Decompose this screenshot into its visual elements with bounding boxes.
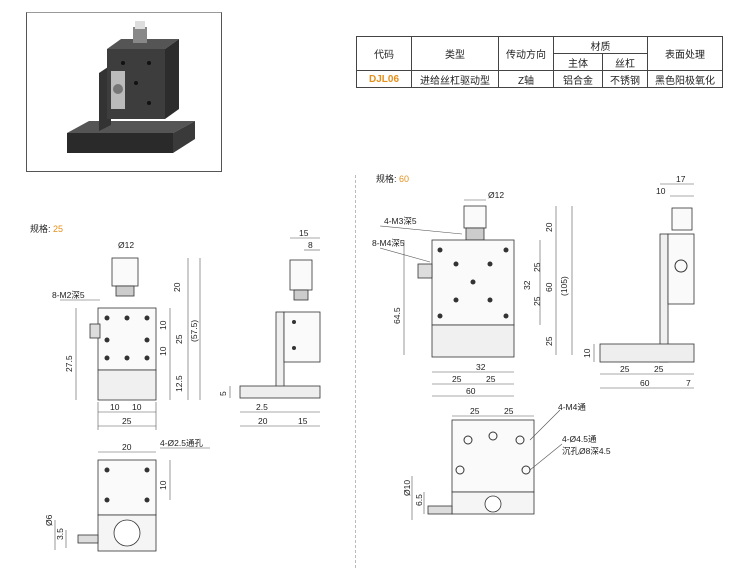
dim25-t10: 10	[158, 480, 168, 490]
dim60-b32: 32	[476, 362, 486, 372]
dim25-575: (57.5)	[189, 320, 199, 342]
header-surface: 表面处理	[647, 36, 723, 71]
dim25-s25: 2.5	[256, 402, 268, 412]
header-type: 类型	[411, 36, 499, 71]
dim25-s15b: 15	[298, 416, 308, 426]
dim60-25c: 25	[544, 336, 554, 346]
dim25-m2: 8-M2深5	[52, 290, 85, 300]
dim25-t-d6: Ø6	[44, 514, 54, 526]
dim60-t65: 6.5	[414, 494, 424, 506]
dim25-275: 27.5	[64, 355, 74, 372]
dim60-25b: 25	[532, 296, 542, 306]
dim25-t35: 3.5	[55, 528, 65, 540]
dim60-s10: 10	[656, 186, 666, 196]
dim60-t-m4: 4-M4通	[558, 402, 586, 412]
dim60-b60: 60	[466, 386, 476, 396]
dim60-s10b: 10	[582, 348, 592, 358]
spec-60-label: 规格: 60	[376, 174, 410, 184]
product-photo-frame	[26, 12, 222, 172]
dim25-t20: 20	[122, 442, 132, 452]
dim60-t-cb: 沉孔Ø8深4.5	[562, 446, 611, 456]
dim25-s20: 20	[258, 416, 268, 426]
dim60-60: 60	[544, 282, 554, 292]
dim60-20: 20	[544, 222, 554, 232]
spec-25-label: 规格: 25	[30, 224, 64, 234]
dim60-s25a: 25	[620, 364, 630, 374]
cell-surface: 黑色阳极氧化	[647, 70, 723, 88]
dim25-s15: 15	[299, 228, 309, 238]
dim25-t-hole: 4-Ø2.5通孔	[160, 438, 203, 448]
dim60-t25a: 25	[470, 406, 480, 416]
dim25-b10a: 10	[110, 402, 120, 412]
header-material-screw: 丝杠	[602, 53, 648, 71]
header-material: 材质	[553, 36, 648, 54]
cell-drive: Z轴	[498, 70, 554, 88]
dim60-b25b: 25	[486, 374, 496, 384]
spec-table: 代码 类型 传动方向 材质 表面处理 主体 丝杠 DJL06 进给丝杠驱动型 Z…	[356, 36, 723, 88]
dim60-32: 32	[522, 280, 532, 290]
dim60-d12: Ø12	[488, 190, 504, 200]
dim25-20: 20	[172, 282, 182, 292]
dim25-25r: 25	[174, 334, 184, 344]
dim60-s60: 60	[640, 378, 650, 388]
dim25-s8: 8	[308, 240, 313, 250]
dim60-t-hole: 4-Ø4.5通	[562, 434, 597, 444]
dim25-125: 12.5	[174, 375, 184, 392]
product-photo	[67, 21, 195, 153]
dim60-105: (105)	[559, 276, 569, 296]
header-code: 代码	[356, 36, 412, 71]
dim25-s5: 5	[218, 391, 228, 396]
dim25-b25: 25	[122, 416, 132, 426]
dim60-b25a: 25	[452, 374, 462, 384]
dim60-t25b: 25	[504, 406, 514, 416]
section-divider	[355, 175, 356, 568]
cell-code: DJL06	[356, 70, 412, 88]
dim25-d12: Ø12	[118, 240, 134, 250]
dim60-m3: 4-M3深5	[384, 216, 417, 226]
dim60-s7: 7	[686, 378, 691, 388]
dim60-645: 64.5	[392, 307, 402, 324]
dim60-m4: 8-M4深5	[372, 238, 405, 248]
dim25-b10b: 10	[132, 402, 142, 412]
dim60-s17: 17	[676, 174, 686, 184]
dim25-10a: 10	[158, 320, 168, 330]
dim60-s25b: 25	[654, 364, 664, 374]
dim25-10b: 10	[158, 346, 168, 356]
dim60-25a: 25	[532, 262, 542, 272]
dim60-t-d10: Ø10	[402, 480, 412, 496]
